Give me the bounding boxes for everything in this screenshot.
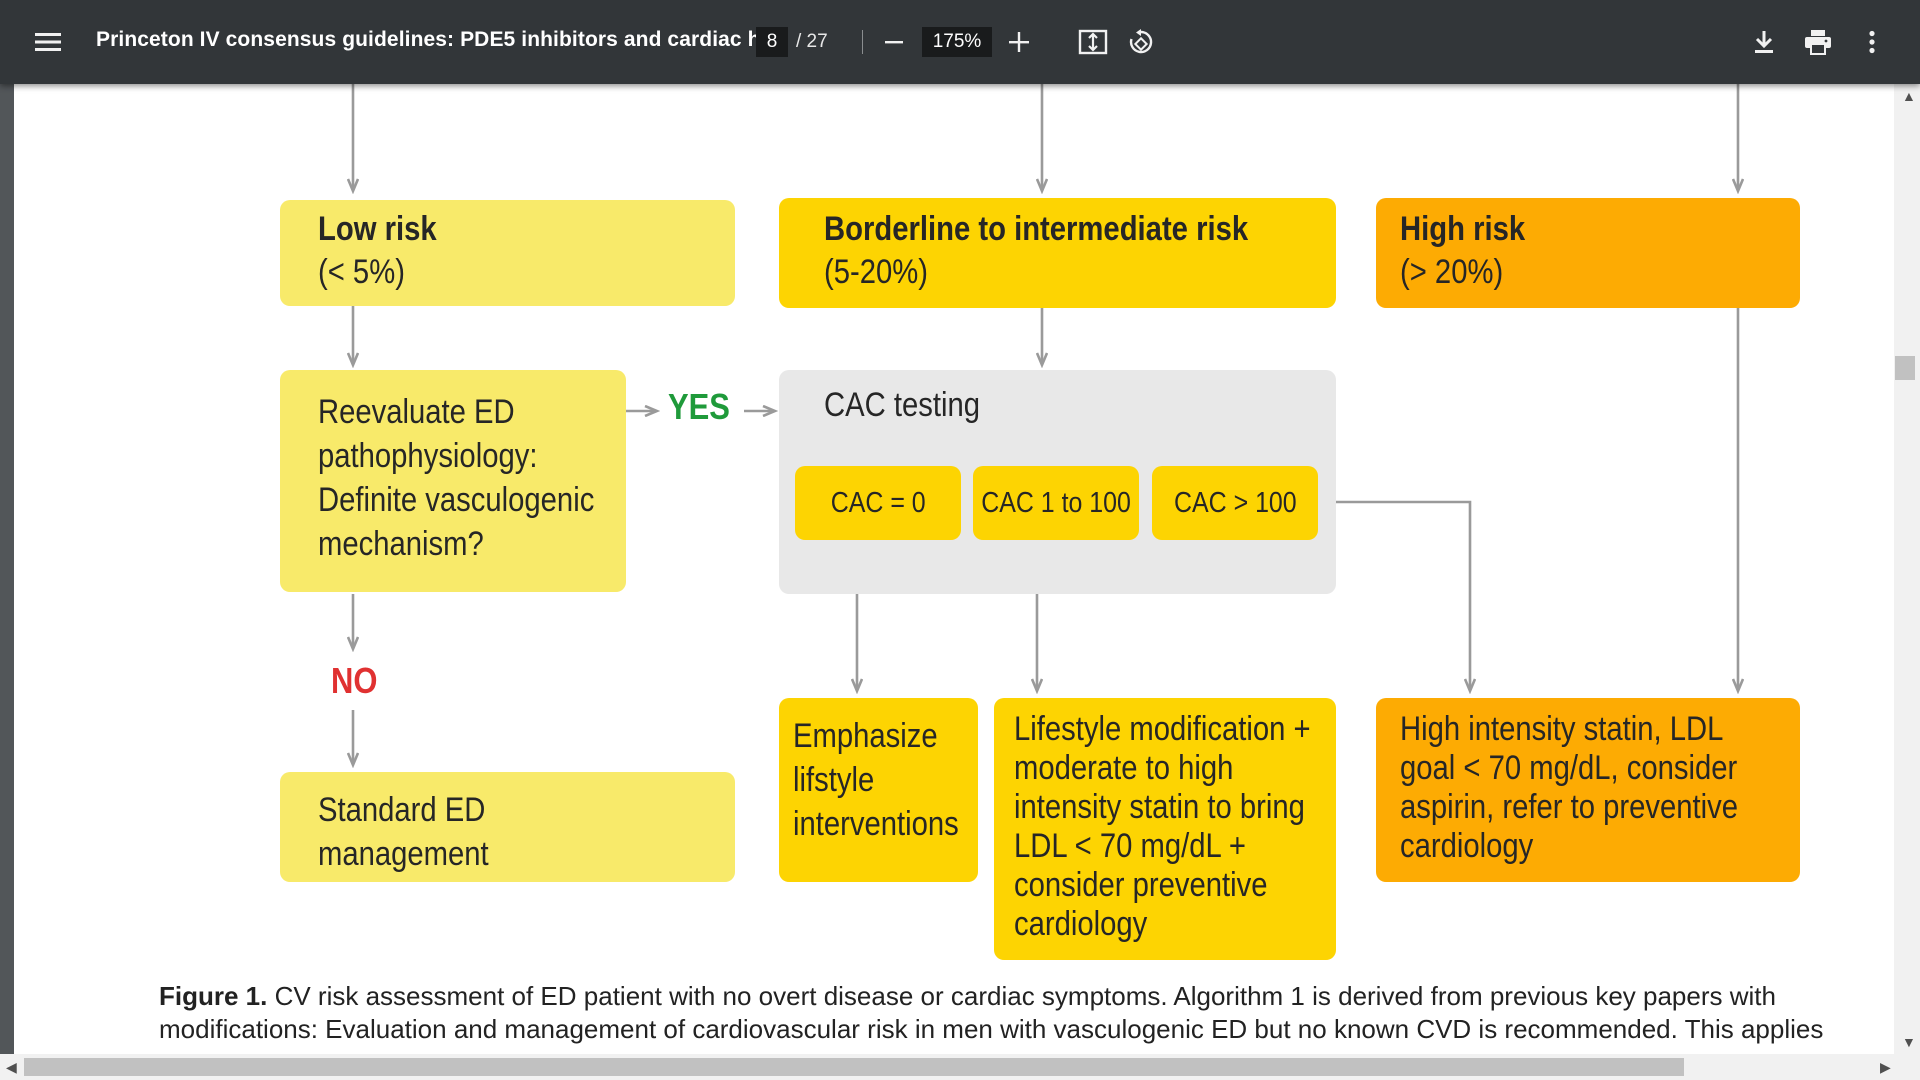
figure-caption-label: Figure 1. [159, 981, 268, 1011]
print-icon[interactable] [1798, 22, 1838, 62]
cac-over-100-box: CAC > 100 [1152, 466, 1318, 540]
cac-over-100-label: CAC > 100 [1173, 486, 1297, 519]
page-total: / 27 [796, 31, 828, 52]
rotate-icon[interactable] [1121, 22, 1161, 62]
zoom-in-icon[interactable] [999, 22, 1039, 62]
standard-management-text: Standard ED management [318, 791, 489, 873]
cac-zero-box: CAC = 0 [795, 466, 961, 540]
more-options-icon[interactable] [1852, 22, 1892, 62]
cac-testing-label: CAC testing [824, 386, 981, 424]
page-number-input[interactable] [756, 27, 788, 57]
high-intensity-box: High intensity statin, LDL goal < 70 mg/… [1376, 698, 1800, 882]
zoom-level-input[interactable] [922, 27, 992, 57]
borderline-risk-range: (5-20%) [824, 253, 929, 291]
scroll-left-arrow-icon[interactable]: ◀ [6, 1059, 17, 1075]
high-risk-title: High risk [1400, 210, 1526, 248]
toolbar-divider [862, 30, 863, 54]
high-intensity-text: High intensity statin, LDL goal < 70 mg/… [1400, 710, 1739, 865]
figure-caption: Figure 1. CV risk assessment of ED patie… [159, 980, 1879, 1046]
emphasize-lifestyle-text: Emphasize lifstyle interventions [793, 717, 959, 843]
low-risk-range: (< 5%) [318, 253, 405, 291]
no-label: NO [331, 660, 378, 701]
high-risk-box: High risk (> 20%) [1376, 198, 1800, 308]
low-risk-box: Low risk (< 5%) [280, 200, 735, 306]
cac-1-100-label: CAC 1 to 100 [981, 486, 1131, 519]
lifestyle-statin-box: Lifestyle modification + moderate to hig… [994, 698, 1336, 960]
download-icon[interactable] [1744, 22, 1784, 62]
vertical-scrollbar-thumb[interactable] [1895, 356, 1915, 380]
reevaluate-text: Reevaluate ED pathophysiology: Definite … [318, 393, 595, 563]
scroll-right-arrow-icon[interactable]: ▶ [1880, 1059, 1891, 1075]
yes-label: YES [668, 386, 730, 427]
figure-caption-text: CV risk assessment of ED patient with no… [159, 981, 1824, 1044]
scroll-down-arrow-icon[interactable]: ▼ [1902, 1034, 1916, 1050]
zoom-out-icon[interactable] [874, 22, 914, 62]
borderline-risk-box: Borderline to intermediate risk (5-20%) [779, 198, 1336, 308]
fit-page-icon[interactable] [1073, 22, 1113, 62]
hamburger-menu-icon[interactable] [28, 22, 68, 62]
high-risk-range: (> 20%) [1400, 253, 1504, 291]
horizontal-scrollbar-thumb[interactable] [24, 1058, 1684, 1076]
vertical-scrollbar[interactable] [1894, 84, 1920, 1054]
document-title: Princeton IV consensus guidelines: PDE5 … [96, 28, 779, 51]
standard-management-box: Standard ED management [280, 772, 735, 882]
lifestyle-statin-text: Lifestyle modification + moderate to hig… [1014, 710, 1311, 943]
pdf-toolbar: Princeton IV consensus guidelines: PDE5 … [0, 0, 1920, 84]
borderline-risk-title: Borderline to intermediate risk [824, 210, 1249, 248]
cac-1-100-box: CAC 1 to 100 [973, 466, 1139, 540]
cac-zero-label: CAC = 0 [830, 486, 926, 519]
document-viewer: Low risk (< 5%) Borderline to intermedia… [0, 84, 1894, 1054]
scroll-up-arrow-icon[interactable]: ▲ [1902, 88, 1916, 104]
emphasize-lifestyle-box: Emphasize lifstyle interventions [779, 698, 978, 882]
low-risk-title: Low risk [318, 210, 437, 248]
reevaluate-box: Reevaluate ED pathophysiology: Definite … [280, 370, 626, 592]
pdf-page: Low risk (< 5%) Borderline to intermedia… [14, 84, 1894, 1054]
